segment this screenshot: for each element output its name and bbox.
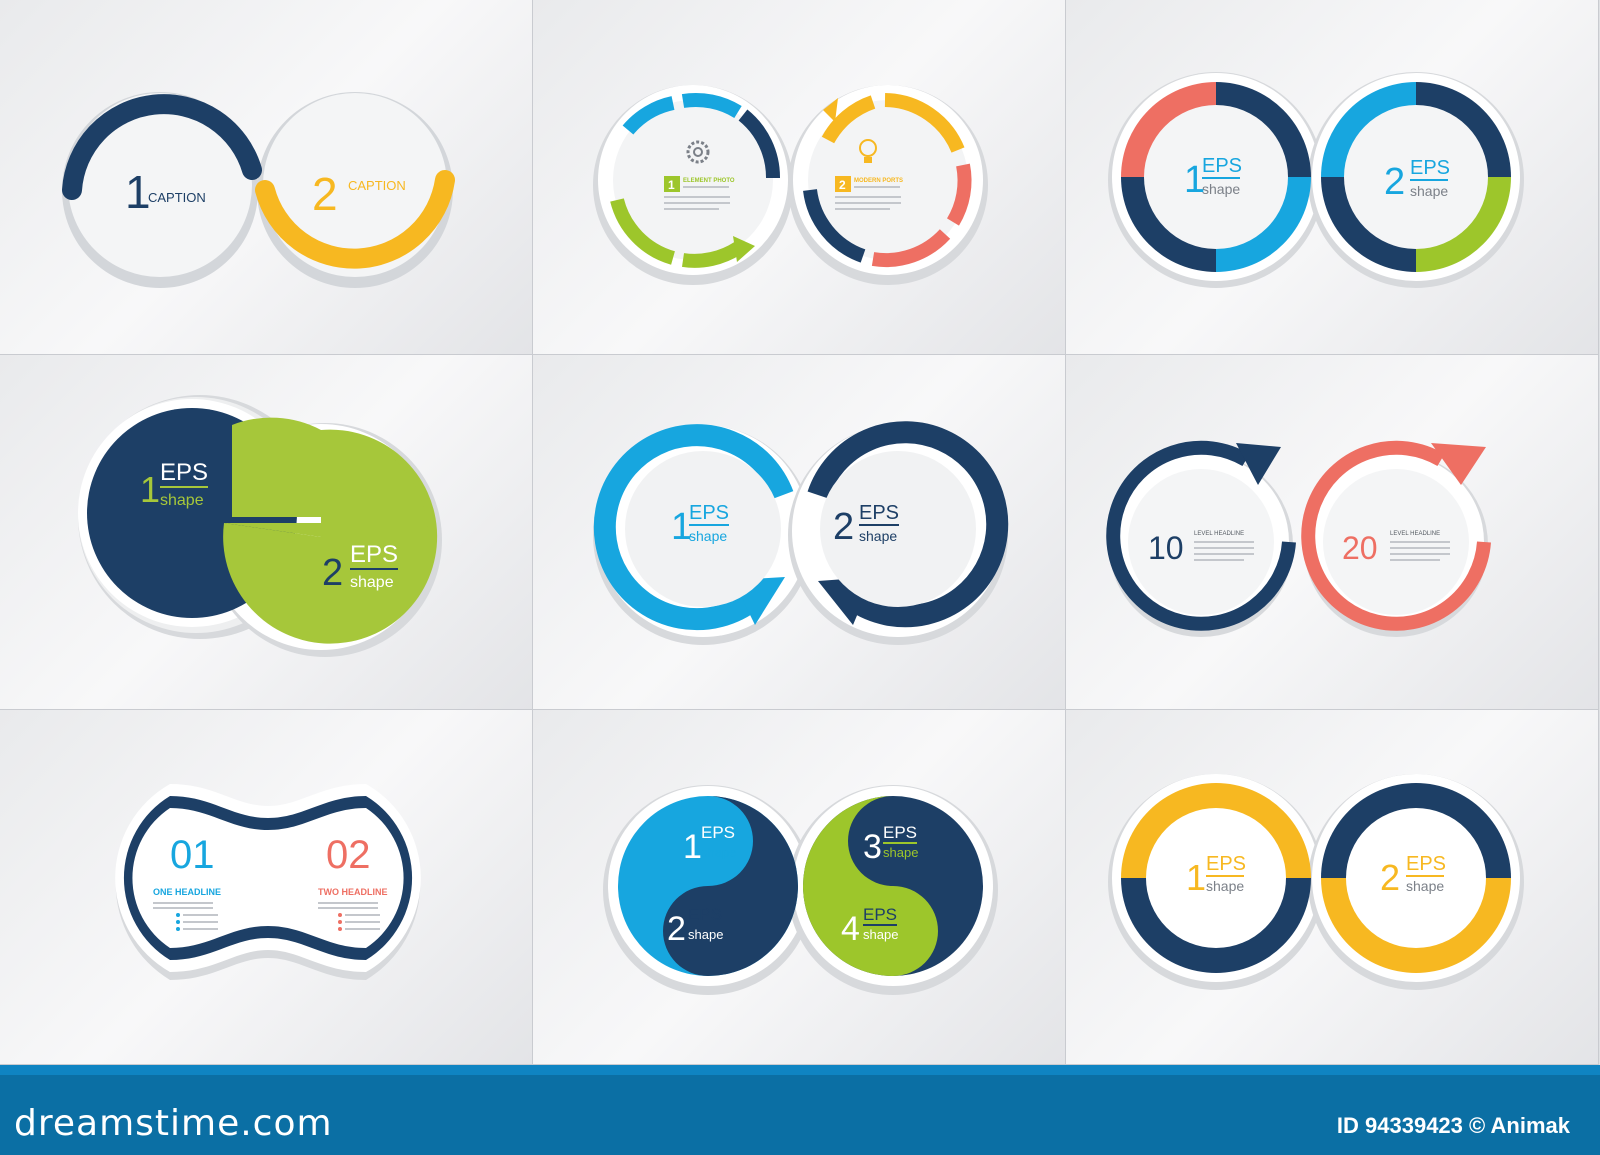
- pie-eps-1: EPS: [160, 459, 208, 486]
- ring-num-2: 20: [1342, 530, 1378, 566]
- cell-pie-overlap: 1 EPS shape 2 EPS shape: [0, 355, 533, 710]
- peanut-num-2: 02: [326, 833, 371, 877]
- yy-eps-4: EPS: [863, 905, 897, 924]
- gear-icon: [686, 140, 710, 164]
- segmented-rings-diagram: 1 EPS shape 2 EPS shape: [1108, 72, 1524, 288]
- yy-num-2: 2: [667, 910, 686, 948]
- yy-shape-4: shape: [863, 927, 898, 942]
- yy-shape-2: shape: [688, 927, 723, 942]
- split-num-1: 1: [1186, 857, 1206, 898]
- arrow-num-1: 1: [671, 506, 692, 548]
- yellow-arrowhead: [823, 98, 838, 122]
- cell-arrow-circles: 1 EPS shape 2 EPS shape: [533, 355, 1066, 710]
- split-rings-diagram: 1 EPS shape 2 EPS shape: [1108, 774, 1524, 990]
- cycle-num-2: 2: [839, 178, 846, 192]
- split-shape-2: shape: [1406, 878, 1444, 894]
- seg-eps-2: EPS: [1410, 157, 1450, 179]
- seg-navy-2: [803, 188, 866, 263]
- cell-cycle-arrows: 1 ELEMENT PHOTO 2 MODERN PORTS: [533, 0, 1066, 355]
- cell-peanut-shape: 01 ONE HEADLINE 02 TWO HEADLINE: [0, 710, 533, 1065]
- yy-num-1: 1: [683, 828, 702, 866]
- peanut-num-1: 01: [170, 833, 215, 877]
- pie-shape-1: shape: [160, 492, 204, 509]
- navy-arrow-tip: [1236, 443, 1281, 485]
- arrow-eps-1: EPS: [689, 502, 729, 524]
- yy-shape-1: shape: [701, 845, 736, 860]
- seg-coral-2: [871, 229, 951, 268]
- cell-open-ring-arrows: 10 LEVEL HEADLINE 20 LEVEL HEADLINE: [1066, 355, 1599, 710]
- yy-num-3: 3: [863, 828, 882, 866]
- ring-num-1: 10: [1148, 530, 1184, 566]
- split-eps-1: EPS: [1206, 853, 1246, 875]
- cell-yin-yang: 1 EPS shape 2 EPS shape 3 EPS shape 4 EP…: [533, 710, 1066, 1065]
- arrow-circles-diagram: 1 EPS shape 2 EPS shape: [593, 421, 1009, 645]
- seg-green-2: [681, 241, 742, 268]
- seg-eps-1: EPS: [1202, 155, 1242, 177]
- seg-shape-2: shape: [1410, 183, 1448, 199]
- green-arrowhead: [733, 236, 755, 262]
- arrow-shape-1: shape: [689, 528, 727, 544]
- yy-shape-3: shape: [883, 845, 918, 860]
- cell-segmented-rings: 1 EPS shape 2 EPS shape: [1066, 0, 1599, 355]
- cycle-arrows-diagram: 1 ELEMENT PHOTO 2 MODERN PORTS: [593, 85, 988, 285]
- peanut-head-2: TWO HEADLINE: [318, 887, 388, 897]
- peanut-diagram: 01 ONE HEADLINE 02 TWO HEADLINE: [115, 784, 421, 980]
- seg-yellow-1: [821, 95, 876, 144]
- seg-blue-1: [622, 96, 675, 135]
- pie-num-2: 2: [322, 552, 343, 594]
- peanut-head-1: ONE HEADLINE: [153, 887, 221, 897]
- caption-num-2: 2: [312, 168, 338, 220]
- coral-arrow-tip: [1431, 443, 1486, 485]
- yy-eps-2: EPS: [688, 905, 722, 924]
- seg-navy-1: [738, 109, 781, 179]
- pie-shape-2: shape: [350, 574, 394, 591]
- caption-num-1: 1: [125, 166, 151, 218]
- yellow-arc: [255, 170, 455, 269]
- arrow-shape-2: shape: [859, 528, 897, 544]
- image-credit: ID 94339423 © Animak: [1336, 1113, 1570, 1138]
- pie-eps-2: EPS: [350, 541, 398, 568]
- yy-eps-3: EPS: [883, 823, 917, 842]
- caption-circles-diagram: 1 CAPTION 2 CAPTION: [62, 92, 455, 288]
- seg-blue-2: [681, 92, 742, 119]
- cell-split-rings: 1 EPS shape 2 EPS shape: [1066, 710, 1599, 1065]
- cycle-num-1: 1: [668, 178, 675, 192]
- diagram-grid: 1 CAPTION 2 CAPTION: [0, 0, 1599, 1065]
- arrow-num-2: 2: [833, 506, 854, 548]
- blue-ring-arc: [593, 424, 794, 631]
- cycle-title-1: ELEMENT PHOTO: [683, 178, 735, 184]
- split-shape-1: shape: [1206, 878, 1244, 894]
- footer-bar: dreamstime.com ID 94339423 © Animak: [0, 1065, 1600, 1155]
- yin-yang-diagram: 1 EPS shape 2 EPS shape 3 EPS shape 4 EP…: [603, 785, 998, 995]
- pie-num-1: 1: [140, 469, 160, 510]
- yy-num-4: 4: [841, 910, 860, 948]
- seg-coral-1: [946, 163, 972, 226]
- split-eps-2: EPS: [1406, 853, 1446, 875]
- arrow-eps-2: EPS: [859, 502, 899, 524]
- open-ring-arrows-diagram: 10 LEVEL HEADLINE 20 LEVEL HEADLINE: [1106, 440, 1491, 637]
- yy-eps-1: EPS: [701, 823, 735, 842]
- lightbulb-icon: [859, 139, 877, 163]
- ring-head-2: LEVEL HEADLINE: [1390, 531, 1440, 537]
- seg-green-1: [610, 198, 676, 265]
- cycle-title-2: MODERN PORTS: [854, 178, 903, 184]
- seg-shape-1: shape: [1202, 181, 1240, 197]
- navy-ring-arc: [807, 421, 1009, 628]
- caption-label-1: CAPTION: [148, 190, 206, 205]
- brand-logo[interactable]: dreamstime.com: [14, 1103, 333, 1144]
- footer-stripe: [0, 1065, 1600, 1075]
- split-num-2: 2: [1380, 857, 1400, 898]
- seg-num-1: 1: [1184, 159, 1205, 201]
- caption-label-2: CAPTION: [348, 178, 406, 193]
- cell-caption-circles: 1 CAPTION 2 CAPTION: [0, 0, 533, 355]
- pie-overlap-diagram: 1 EPS shape 2 EPS shape: [78, 395, 442, 657]
- coral-open-arc: [1301, 440, 1491, 631]
- seg-num-2: 2: [1384, 161, 1405, 203]
- navy-arc: [62, 94, 262, 200]
- seg-yellow-2: [884, 93, 965, 153]
- navy-open-arc: [1106, 440, 1296, 631]
- ring-head-1: LEVEL HEADLINE: [1194, 531, 1244, 537]
